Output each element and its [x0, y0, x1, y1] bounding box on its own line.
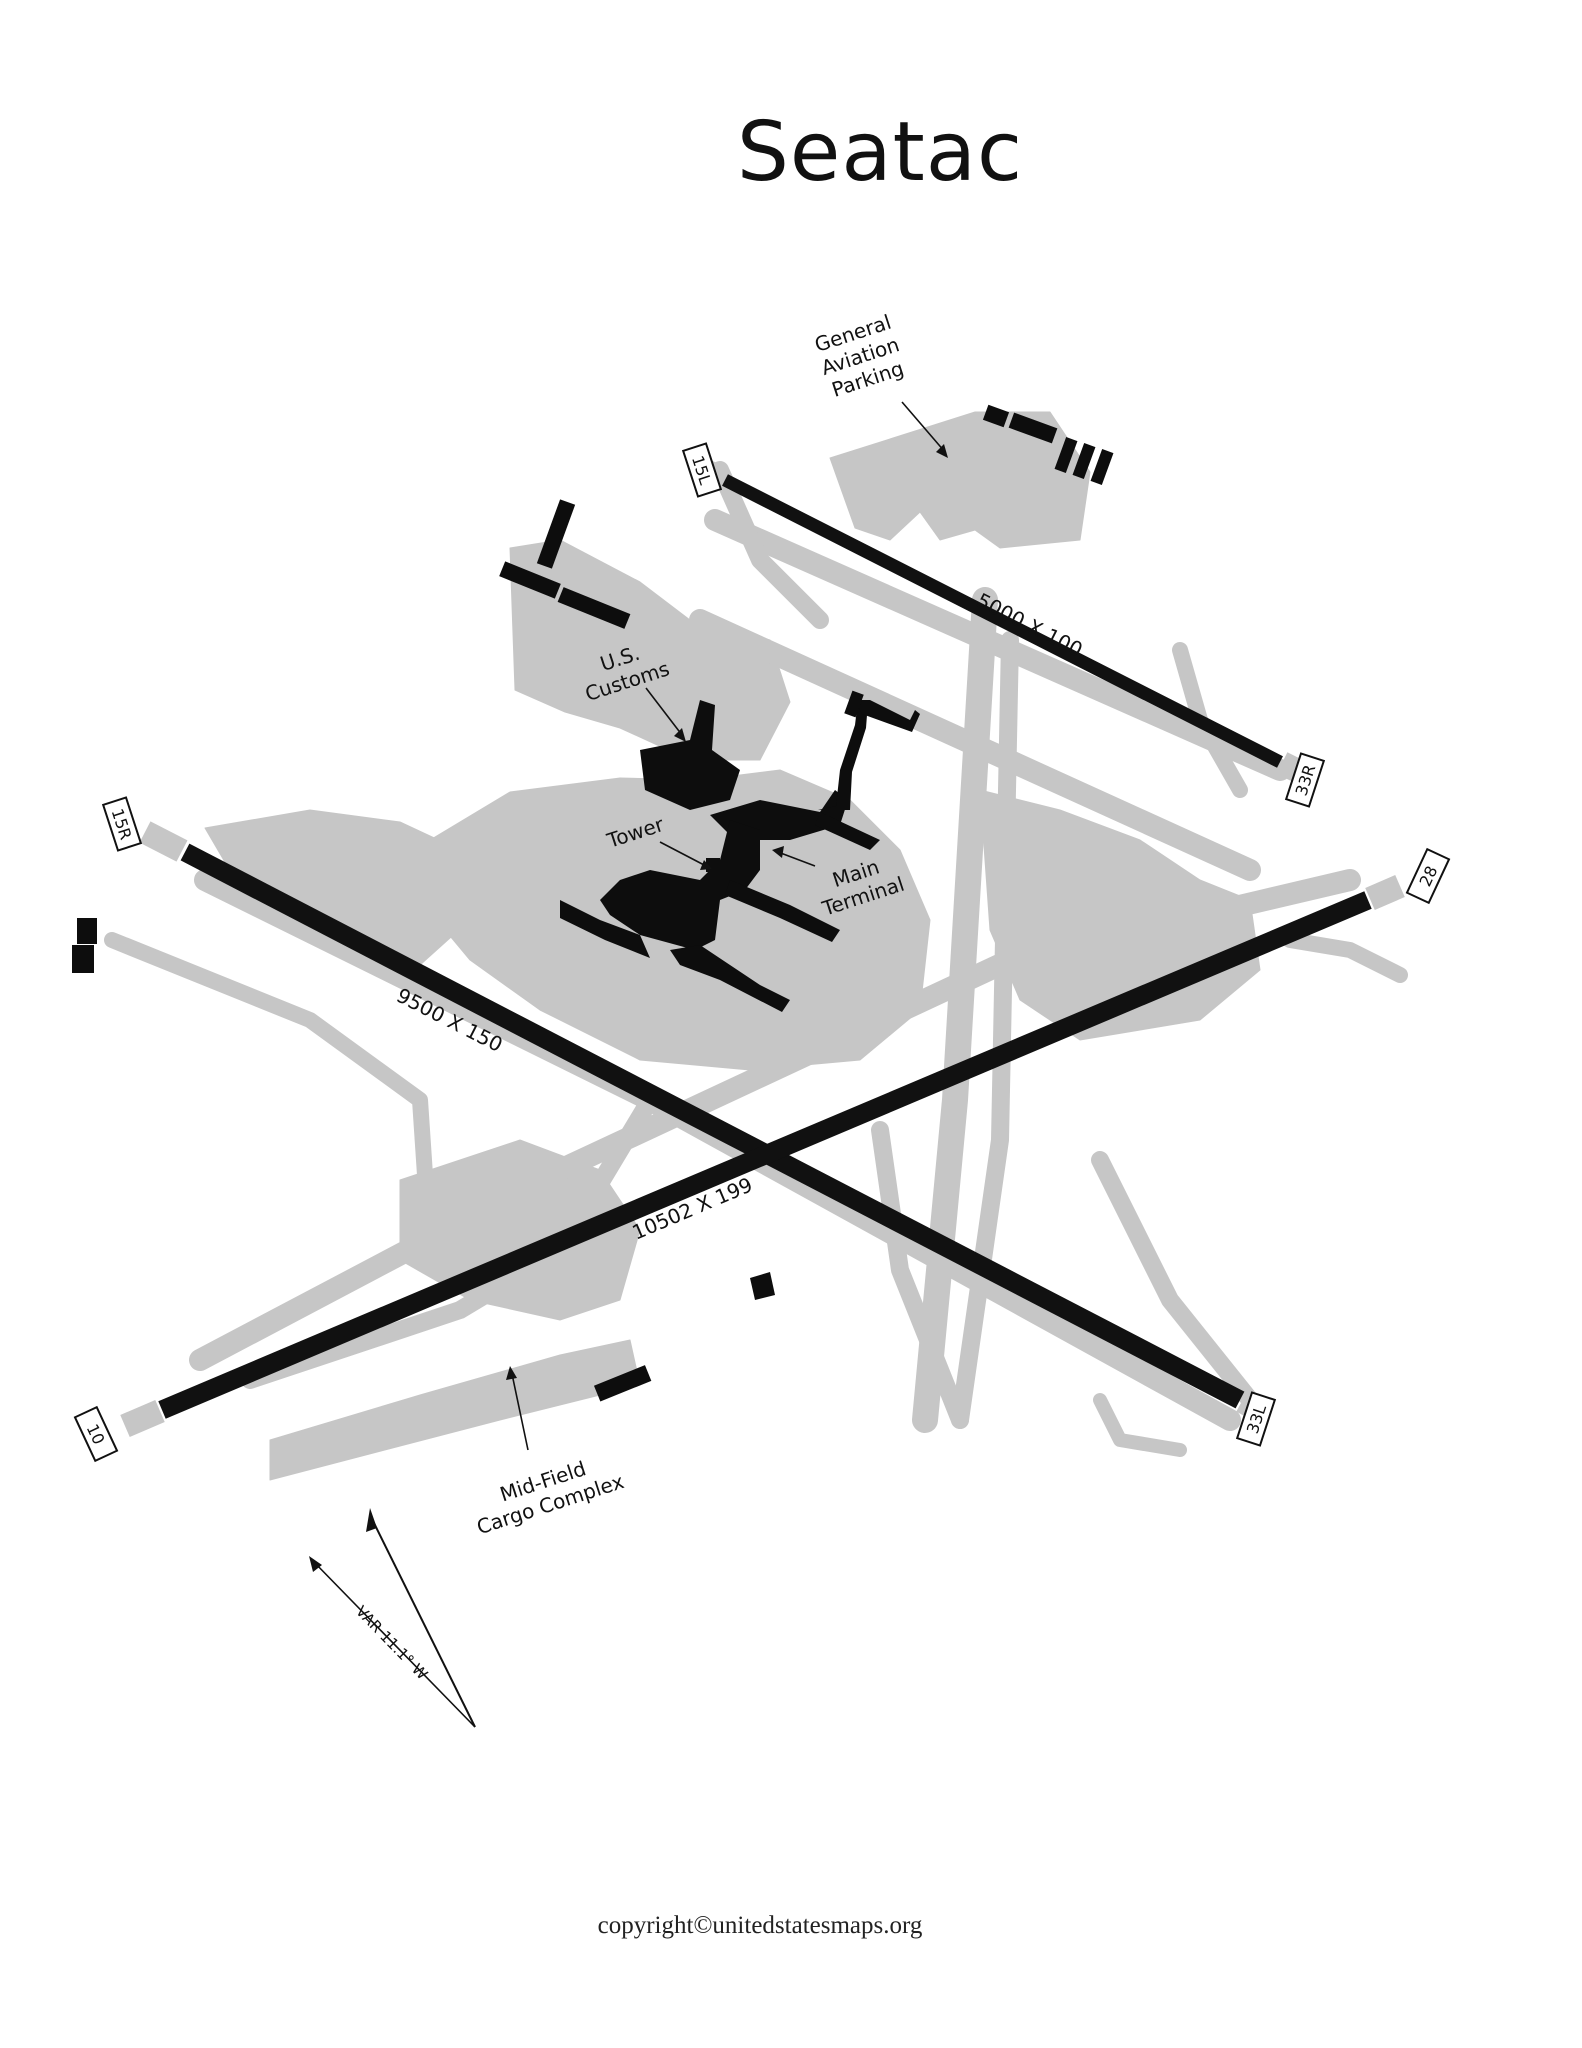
tower-arrow-line — [659, 841, 707, 867]
label-cargo: Mid-Field Cargo Complex — [474, 1456, 627, 1539]
concourse-east — [815, 812, 880, 850]
concourse-stub — [844, 690, 864, 718]
taxiway-vertical-2 — [951, 631, 1019, 1429]
pavement-layer — [104, 411, 1408, 1481]
customs-building — [640, 700, 740, 810]
runway-end-33r: 33R — [1284, 752, 1326, 808]
ga-arrow-line — [901, 401, 946, 453]
concourse-south-2 — [670, 945, 790, 1012]
taxiway-ne-link — [1282, 932, 1408, 983]
taxiway-vertical — [912, 587, 998, 1433]
west-building-1 — [77, 918, 97, 944]
customs-arrowhead — [674, 728, 686, 742]
buildings-layer — [72, 404, 1114, 1402]
taxiway-15l-end — [711, 461, 829, 629]
runway-end-28: 28 — [1405, 847, 1451, 905]
concourse-arm — [855, 700, 920, 732]
copyright-footer: copyright©unitedstatesmaps.org — [597, 1912, 923, 1939]
cargo-arrowhead — [506, 1366, 517, 1380]
runway-10-28 — [158, 891, 1372, 1419]
cargo-arrow-line — [511, 1373, 529, 1451]
midfield-building — [750, 1272, 775, 1300]
taxiway-parallel-1 — [704, 509, 1291, 781]
ga-hangar-1 — [1054, 436, 1078, 474]
ga-hangar-3 — [1090, 448, 1114, 486]
concourse-b — [725, 880, 840, 942]
runway-15r-33l — [180, 843, 1245, 1409]
runway-end-10: 10 — [73, 1405, 119, 1463]
nw-hangar-2 — [499, 561, 561, 599]
terminal-arrow-line — [777, 851, 816, 867]
ga-apron — [829, 411, 1091, 549]
concourse-spine — [818, 700, 868, 810]
cargo-building — [593, 1365, 652, 1402]
main-terminal — [600, 820, 760, 950]
runway-end-15r: 15R — [101, 796, 143, 852]
magnetic-north-arrowhead — [309, 1556, 322, 1572]
runway-end-15l: 15L — [681, 442, 723, 498]
runways-layer — [158, 474, 1372, 1419]
map-title: Seatac — [736, 105, 1024, 200]
nw-hangar-1 — [536, 499, 576, 569]
taxiway-10 — [189, 869, 1361, 1371]
terminal-arrowhead — [772, 846, 784, 858]
runway-end-33l: 33L — [1235, 1391, 1277, 1447]
taxiway-cargo-link — [871, 1121, 969, 1429]
taxiway-sw-conn — [1093, 1393, 1187, 1457]
tower-arrowhead — [700, 860, 712, 870]
nw-hangar-3 — [557, 587, 631, 629]
ga-building-2 — [1008, 412, 1058, 444]
runway-15l-33r — [722, 474, 1283, 768]
taxiway-west-loop — [104, 932, 438, 1258]
west-building-2 — [72, 945, 94, 973]
customs-arrow-line — [645, 687, 683, 736]
taxiway-east-link — [1091, 1151, 1259, 1409]
concourse-south — [560, 900, 650, 958]
label-general-aviation: General Aviation Parking — [812, 310, 907, 402]
ga-building-1 — [982, 404, 1010, 428]
ga-hangar-2 — [1072, 442, 1096, 480]
taxiway-south-link — [241, 1091, 659, 1389]
north-arrow: VAR 11.1° W — [309, 1508, 476, 1728]
cargo-apron — [269, 1339, 641, 1481]
ga-arrowhead — [936, 444, 948, 458]
true-north-arrowhead — [366, 1508, 377, 1532]
